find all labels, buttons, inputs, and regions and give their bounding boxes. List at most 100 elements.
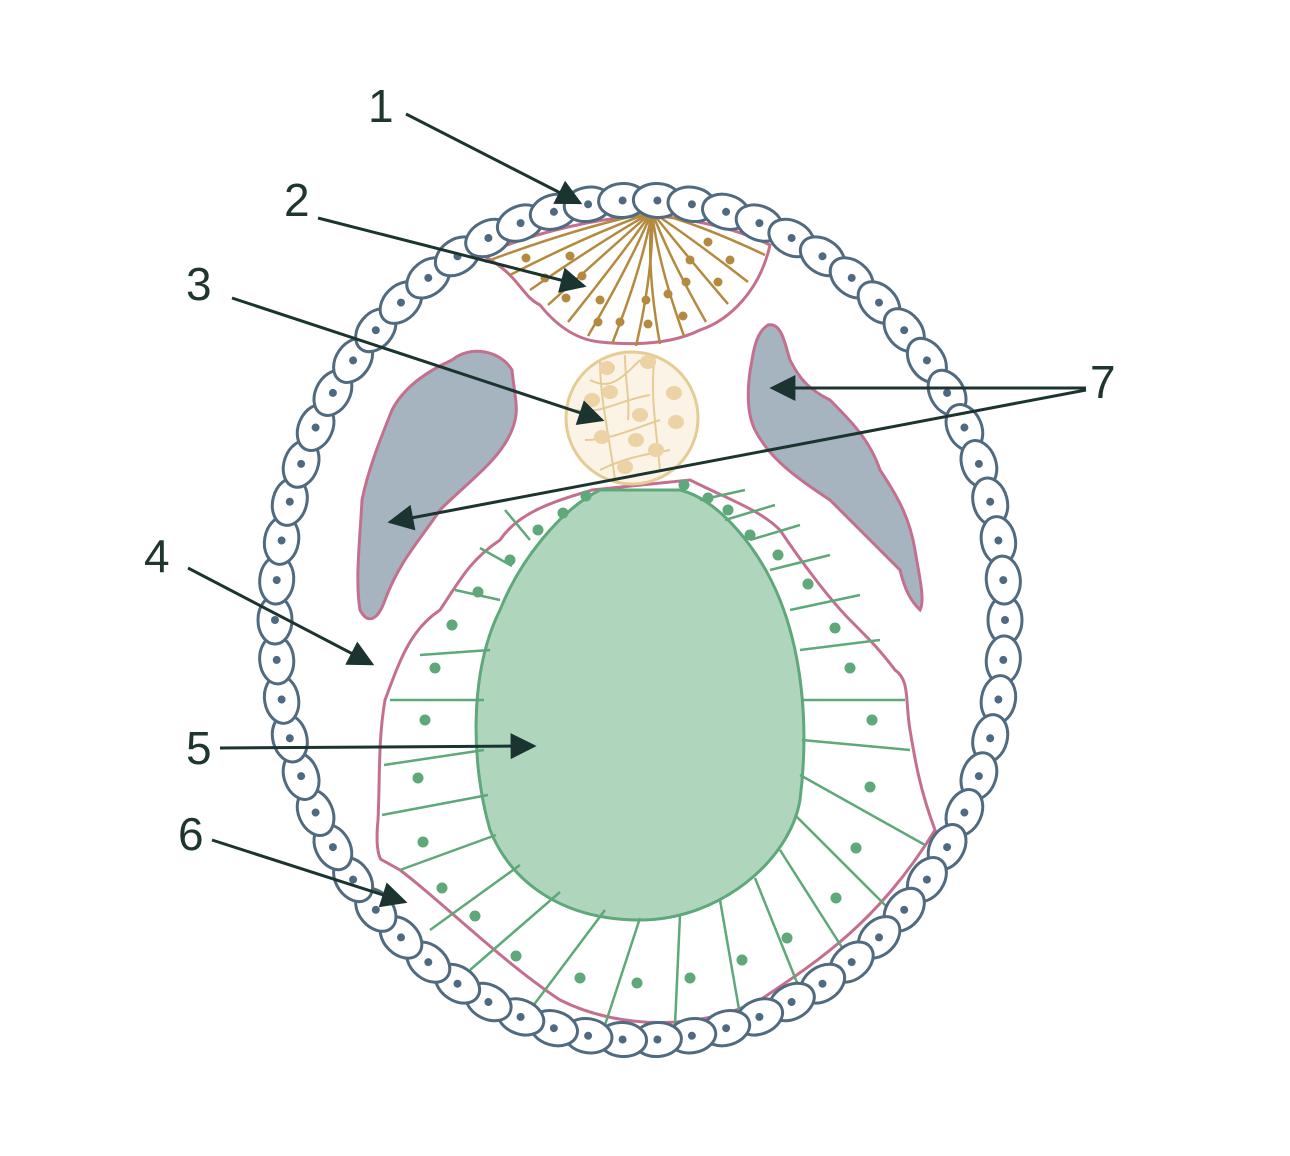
trophoblast-nucleus [277, 536, 286, 545]
endoderm-cell-wall [469, 891, 561, 971]
endoderm-nucleus [844, 662, 856, 674]
trophoblast-nucleus [922, 875, 931, 884]
trophoblast-nucleus [943, 388, 952, 397]
cluster-nucleus [594, 430, 610, 444]
endoderm-cell-wall [529, 909, 606, 1011]
arrow-7b [387, 388, 1087, 531]
label-6: 6 [178, 808, 204, 860]
endoderm-cell-wall [799, 773, 926, 847]
trophoblast-nucleus [285, 497, 294, 506]
trophoblast-nucleus [922, 356, 931, 365]
trophoblast-nucleus [349, 875, 358, 884]
endoderm-nucleus [684, 972, 696, 984]
endoderm-nucleus [417, 836, 429, 848]
ectoderm-nucleus [615, 317, 625, 327]
trophoblast-nucleus [328, 388, 337, 397]
ectoderm-nucleus [641, 295, 651, 305]
endoderm-nucleus [678, 479, 690, 491]
ectoderm-nucleus [725, 255, 735, 265]
cluster-nucleus [640, 355, 656, 369]
trophoblast-nucleus [453, 979, 462, 988]
trophoblast-nucleus [349, 356, 358, 365]
endoderm-cell-wall [753, 877, 802, 991]
endoderm-cell-wall [383, 748, 485, 767]
trophoblast-nucleus [297, 772, 306, 781]
ectoderm-nucleus [703, 237, 713, 247]
trophoblast-nucleus [424, 273, 433, 282]
ectoderm-nucleus [685, 255, 695, 265]
endoderm-cell-wall [603, 917, 642, 1026]
trophoblast-cells [256, 181, 1024, 1059]
trophoblast-nucleus [994, 695, 1003, 704]
endoderm-cell-wall [799, 638, 881, 652]
trophoblast-nucleus [285, 734, 294, 743]
trophoblast-nucleus [875, 298, 883, 307]
endoderm-nucleus [469, 910, 481, 922]
cluster-nucleus [632, 408, 648, 422]
cluster-nuclei [584, 355, 684, 474]
trophoblast-nucleus [584, 200, 593, 209]
endoderm-nucleus [829, 622, 841, 634]
trophoblast-nucleus [999, 576, 1008, 585]
trophoblast-nucleus [847, 273, 856, 282]
trophoblast-nucleus [960, 423, 969, 432]
endoderm-nucleus [419, 714, 431, 726]
endoderm-nucleus [510, 950, 522, 962]
trophoblast-nucleus [271, 616, 279, 624]
label-7: 7 [1090, 356, 1116, 408]
cluster-cell-wall [599, 359, 616, 481]
trophoblast-nucleus [900, 905, 909, 914]
endoderm-nucleus [830, 892, 842, 904]
cluster-nucleus [668, 415, 684, 429]
trophoblast-nucleus [986, 497, 995, 506]
endoderm-nucleus [802, 578, 814, 590]
cluster-nucleus [648, 443, 664, 457]
trophoblast-nucleus [900, 326, 909, 335]
trophoblast-nucleus [994, 536, 1003, 545]
mesoderm-left [356, 349, 518, 621]
cluster-nucleus [584, 393, 600, 407]
trophoblast-nucleus [687, 1031, 696, 1040]
trophoblast-nucleus [722, 1024, 731, 1033]
trophoblast-nucleus [1001, 616, 1009, 624]
ectoderm-cell-wall [610, 211, 654, 345]
endoderm-cell-wall [801, 738, 911, 752]
trophoblast-nucleus [875, 933, 883, 942]
endoderm-nucleus [866, 714, 878, 726]
trophoblast-nucleus [516, 219, 525, 228]
trophoblast-nucleus [618, 196, 627, 205]
trophoblast-nucleus [787, 998, 796, 1006]
trophoblast-nucleus [722, 207, 731, 216]
endoderm-cell-wall [749, 523, 801, 542]
endoderm-nucleus [412, 772, 424, 784]
cluster-cell-wall [589, 359, 641, 385]
cluster-nucleus [666, 386, 682, 400]
trophoblast-nucleus [755, 219, 764, 228]
arrow-2 [317, 216, 587, 293]
mesoderm-right [746, 323, 924, 613]
trophoblast-nucleus [484, 998, 493, 1006]
endoderm-nucleus [702, 492, 714, 504]
endoderm-nucleus [472, 586, 484, 598]
endoderm-cell-wall [419, 648, 491, 657]
ectoderm-nucleus [565, 251, 575, 261]
ectoderm-cell-wall [509, 210, 653, 277]
endoderm-cell-wall [399, 833, 497, 872]
trophoblast-nucleus [328, 843, 337, 852]
endoderm-cell-wall [381, 793, 489, 817]
ectoderm-nucleus [663, 289, 673, 299]
arrow-3 [231, 296, 605, 426]
ectoderm-nucleus [561, 293, 571, 303]
trophoblast-nucleus [818, 979, 827, 988]
trophoblast-nucleus [787, 234, 796, 242]
trophoblast-nucleus [371, 905, 380, 914]
cluster-nucleus [599, 361, 615, 375]
arrow-6 [211, 838, 408, 908]
label-2: 2 [284, 174, 310, 226]
cluster-nucleus [617, 460, 633, 474]
endoderm-cell-wall [429, 863, 521, 932]
endoderm-nucleus [772, 549, 784, 561]
trophoblast-nucleus [311, 423, 320, 432]
trophoblast-nucleus [549, 207, 558, 216]
